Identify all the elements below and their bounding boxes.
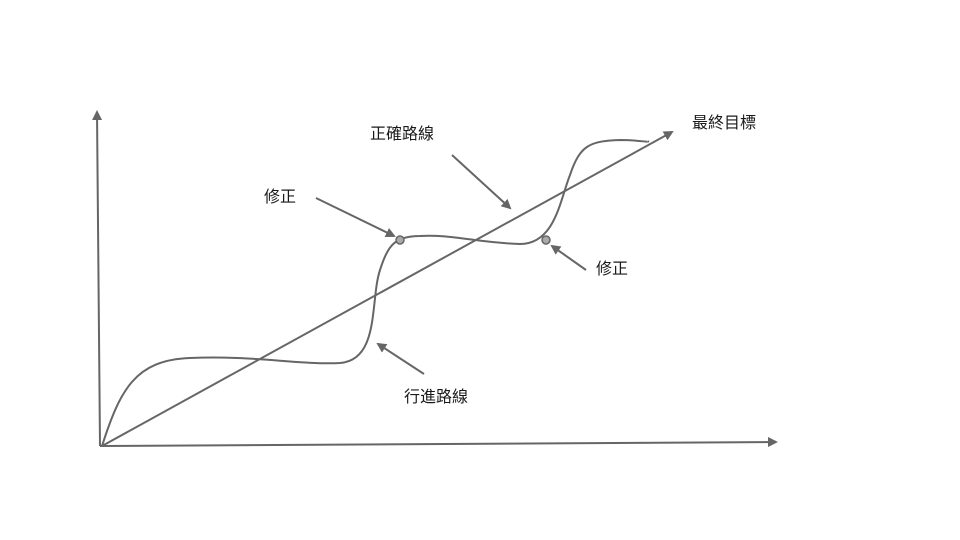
x-axis xyxy=(99,437,778,448)
correct-path-pointer-arrow xyxy=(451,154,512,210)
correction-left-label: 修正 xyxy=(264,187,296,206)
final-goal-label: 最終目標 xyxy=(692,113,756,132)
actual-path-label: 行進路線 xyxy=(404,387,468,406)
actual-path-pointer-arrow xyxy=(376,342,425,375)
correction-point-right xyxy=(541,235,551,245)
correct-path-label: 正確路線 xyxy=(370,124,434,143)
correction-right-pointer-arrow xyxy=(550,244,587,271)
correction-point-left xyxy=(395,235,405,245)
correction-right-label: 修正 xyxy=(596,259,628,278)
y-axis xyxy=(92,110,103,447)
correct-path-line xyxy=(101,131,674,447)
correction-left-pointer-arrow xyxy=(315,197,396,237)
